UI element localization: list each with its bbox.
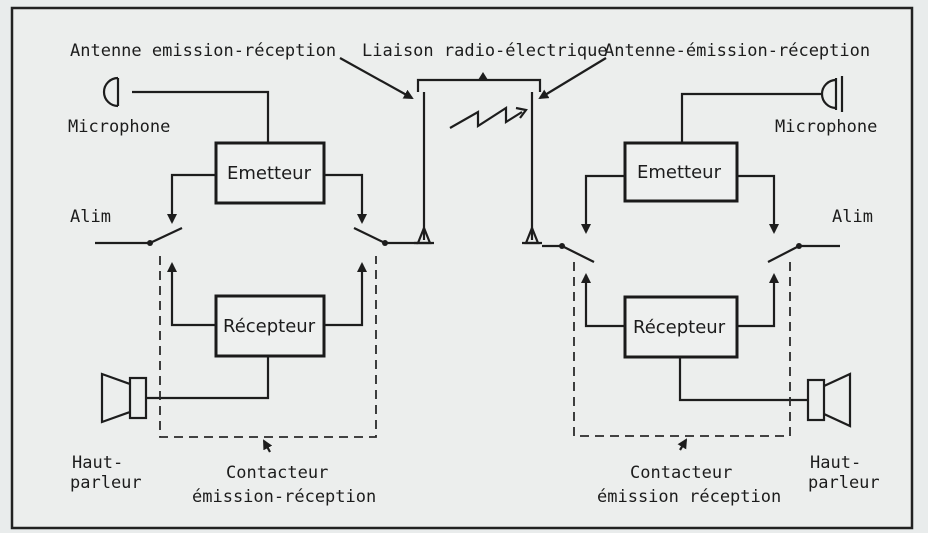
emitter-right-box <box>623 141 739 203</box>
microphone-left-icon <box>102 76 120 108</box>
speaker-left-label-line1: Haut- <box>72 453 123 473</box>
contactor-left-label-line2: émission-réception <box>192 487 376 507</box>
speaker-right-label-line1: Haut- <box>810 453 861 473</box>
microphone-left-label: Microphone <box>68 117 170 137</box>
receiver-left-label: Récepteur <box>223 316 316 337</box>
contactor-right-label-line1: Contacteur <box>630 463 732 483</box>
alim-left-label: Alim <box>70 207 111 227</box>
emitter-right-label: Emetteur <box>637 162 722 183</box>
speaker-right-label-line2: parleur <box>808 473 880 493</box>
diagram-frame <box>10 6 914 530</box>
receiver-right-label: Récepteur <box>633 317 726 338</box>
contactor-left-label-line1: Contacteur <box>226 463 328 483</box>
microphone-right-icon <box>820 76 844 112</box>
radio-link-zigzag <box>449 105 523 129</box>
emitter-left-box <box>214 141 326 205</box>
antenna-left-label: Antenne emission-réception <box>70 41 336 61</box>
microphone-right-label: Microphone <box>775 117 877 137</box>
antenna-right-icon <box>522 92 542 245</box>
speaker-left-label-line2: parleur <box>70 473 142 493</box>
contactor-right-label-line2: émission réception <box>597 487 781 507</box>
radio-link-bracket <box>416 72 542 92</box>
antenna-right-label: Antenne-émission-réception <box>604 41 870 61</box>
emitter-left-label: Emetteur <box>227 163 312 184</box>
radio-link-label: Liaison radio-électrique <box>362 41 608 61</box>
antenna-left-icon <box>414 92 434 245</box>
alim-right-label: Alim <box>832 207 873 227</box>
